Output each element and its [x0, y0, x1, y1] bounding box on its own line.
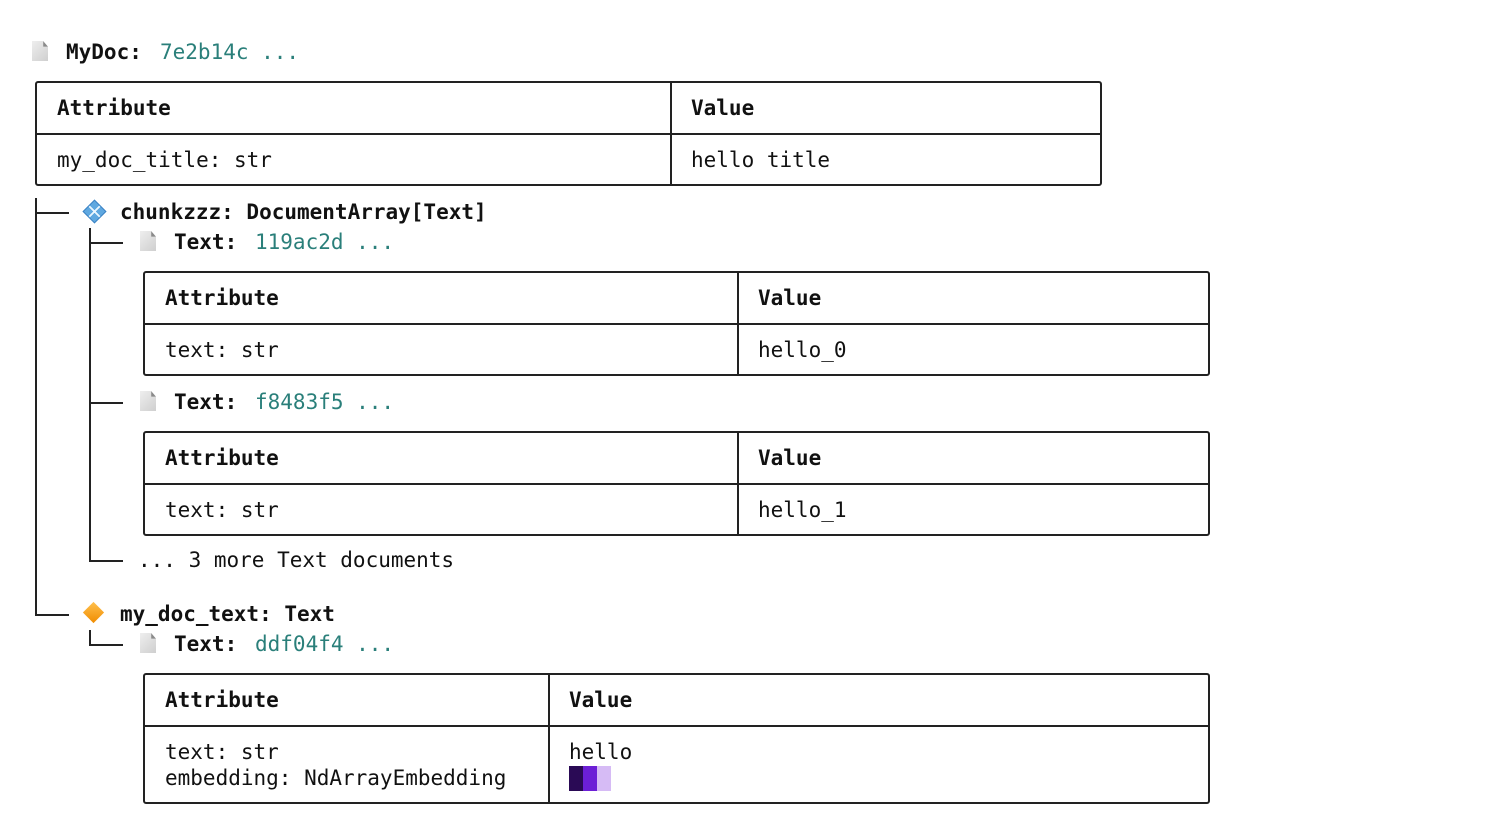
document-icon — [140, 231, 156, 251]
embedding-swatch-block — [597, 766, 611, 791]
header-attribute: Attribute — [57, 96, 171, 120]
value-cell-text: hello — [569, 740, 633, 764]
my-doc-text-label: my_doc_text: Text — [120, 602, 335, 626]
chunk-1-hash: f8483f5 ... — [255, 390, 395, 414]
chunk-1-table: Attribute Value text: str hello_1 — [143, 431, 1210, 536]
chunk-0-table: Attribute Value text: str hello_0 — [143, 271, 1210, 376]
column-divider — [548, 675, 550, 802]
tree-line-root — [35, 198, 37, 615]
text-item-hash: ddf04f4 ... — [255, 632, 395, 656]
column-divider — [737, 273, 739, 374]
attribute-cell-text: text: str — [165, 740, 279, 764]
column-divider — [737, 433, 739, 534]
value-cell: hello_0 — [758, 338, 847, 362]
column-divider — [670, 83, 672, 184]
more-documents-label: ... 3 more Text documents — [138, 548, 455, 572]
attribute-cell-embedding: embedding: NdArrayEmbedding — [165, 766, 507, 790]
value-cell: hello_1 — [758, 498, 847, 522]
orange-diamond-icon — [82, 601, 105, 624]
document-icon — [140, 391, 156, 411]
tree-branch-more — [89, 560, 123, 562]
table-header-row: Attribute Value — [145, 433, 1208, 485]
document-icon — [140, 633, 156, 653]
chunk-1-name: Text: — [174, 390, 238, 414]
header-attribute: Attribute — [165, 688, 279, 712]
attribute-cell: my_doc_title: str — [57, 148, 272, 172]
attribute-cell: text: str — [165, 498, 279, 522]
table-header-row: Attribute Value — [145, 273, 1208, 325]
embedding-swatch-block — [583, 766, 597, 791]
header-value: Value — [758, 446, 822, 470]
chunk-0-name: Text: — [174, 230, 238, 254]
tree-branch-chunk-1 — [89, 402, 123, 404]
tree-branch-my-doc-text — [35, 614, 69, 616]
diamond-array-icon — [82, 199, 107, 224]
value-cell: hello title — [691, 148, 831, 172]
table-header-row: Attribute Value — [37, 83, 1100, 135]
header-attribute: Attribute — [165, 286, 279, 310]
tree-line-text — [89, 630, 91, 645]
table-header-row: Attribute Value — [145, 675, 1208, 727]
embedding-swatch-block — [569, 766, 583, 791]
root-doc-name: MyDoc: — [66, 40, 142, 64]
tree-line-chunks — [89, 228, 91, 561]
attribute-cell: text: str — [165, 338, 279, 362]
root-doc-hash: 7e2b14c ... — [160, 40, 300, 64]
tree-branch-chunks — [35, 212, 69, 214]
header-value: Value — [758, 286, 822, 310]
header-value: Value — [691, 96, 755, 120]
tree-branch-chunk-0 — [89, 242, 123, 244]
header-value: Value — [569, 688, 633, 712]
document-icon — [32, 41, 48, 61]
text-item-name: Text: — [174, 632, 238, 656]
root-attribute-table: Attribute Value my_doc_title: str hello … — [35, 81, 1102, 186]
header-attribute: Attribute — [165, 446, 279, 470]
chunks-label: chunkzzz: DocumentArray[Text] — [120, 200, 487, 224]
text-item-table: Attribute Value text: str embedding: NdA… — [143, 673, 1210, 804]
chunk-0-hash: 119ac2d ... — [255, 230, 395, 254]
tree-branch-text-item — [89, 644, 123, 646]
